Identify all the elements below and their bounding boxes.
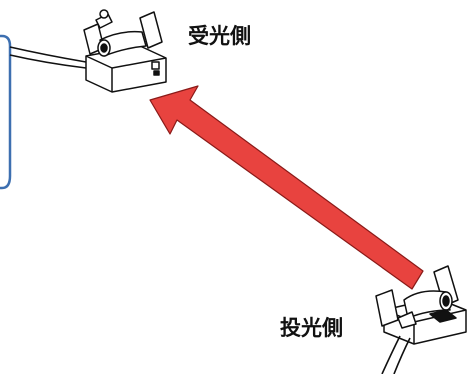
- receiver-label: 受光側: [188, 24, 251, 48]
- callout-box-edge: [0, 34, 12, 190]
- photoelectric-receiver-icon: [83, 9, 167, 93]
- beam-arrow: [149, 85, 424, 290]
- photoelectric-emitter-icon: [375, 265, 467, 345]
- receiver-cable: [9, 46, 87, 69]
- emitter-label: 投光側: [280, 316, 343, 340]
- emitter-cable: [381, 335, 411, 374]
